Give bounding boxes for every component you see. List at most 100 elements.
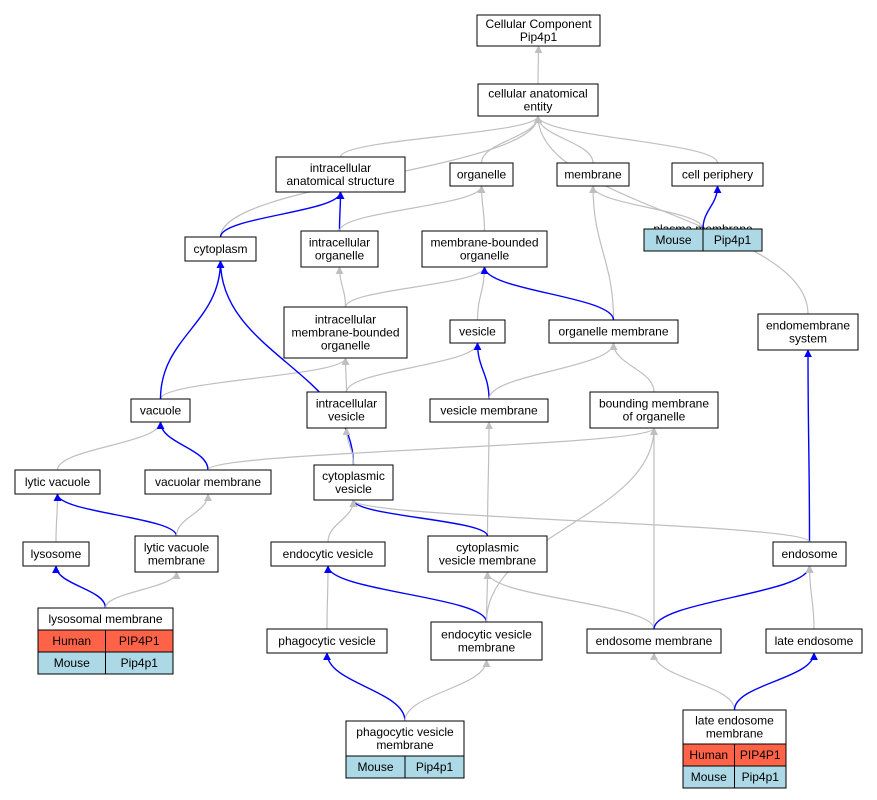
node-cytoplasm[interactable]: cytoplasm [184,236,257,262]
node-vesmem[interactable]: vesicle membrane [429,398,549,423]
node-membrane[interactable]: membrane [556,162,630,187]
node-label: membrane [706,727,764,741]
node-label: endosome membrane [596,634,713,648]
node-phagves[interactable]: phagocytic vesicle [266,628,388,654]
node-label: lysosomal membrane [48,612,162,626]
node-box[interactable] [184,236,257,262]
node-box[interactable] [266,628,388,654]
edge-cytoplasm-to-ias [219,191,345,238]
node-lyticvac[interactable]: lytic vacuole [14,469,101,495]
node-box[interactable] [671,162,764,187]
edge-evm-to-endoves [324,565,488,623]
node-box[interactable] [130,398,191,423]
gene-label: PIP4P1 [119,634,160,648]
edges-layer [52,45,818,722]
node-box[interactable] [134,535,219,573]
edge-endosys-to-cae [534,115,809,315]
node-organelle[interactable]: organelle [449,162,514,187]
node-orgmem[interactable]: organelle membrane [548,319,679,344]
node-vesicle[interactable]: vesicle [449,319,506,344]
edge-lyticvac-to-vacuole [56,421,165,471]
node-box[interactable] [586,628,722,654]
node-box[interactable] [477,83,599,117]
edge-cytves-to-intves [342,427,355,466]
node-box[interactable] [22,541,90,567]
node-endomem[interactable]: endosome membrane [586,628,722,654]
edge-pvm-to-evm [404,659,491,722]
node-label: lytic vacuole [144,541,210,555]
gene-cell [734,765,787,789]
edge-vesmem-to-orgmem [488,342,618,400]
node-label: membrane [458,641,516,655]
node-box[interactable] [144,469,272,495]
node-lateendo[interactable]: late endosome [765,628,863,654]
node-vacuole[interactable]: vacuole [130,398,191,423]
node-box[interactable] [589,391,719,429]
node-label: organelle [315,249,365,263]
node-label: Pip4p1 [520,30,558,44]
species-label: Human [52,634,91,648]
node-label: cytoplasm [193,242,247,256]
edge-lysomem-to-lvm [104,571,181,609]
edge-orgmem-to-membrane [589,185,615,321]
node-box[interactable] [556,162,630,187]
node-box[interactable] [765,628,863,654]
node-box[interactable] [476,14,601,47]
edge-pm-to-membrane [589,185,704,230]
node-box[interactable] [270,541,386,567]
node-box[interactable] [306,391,387,429]
edge-pm-to-cellper [702,185,722,230]
node-box[interactable] [449,319,506,344]
node-cellper[interactable]: cell periphery [671,162,764,187]
node-box[interactable] [548,319,679,344]
node-box[interactable] [14,469,101,495]
node-label: cellular anatomical [488,87,587,101]
node-box[interactable] [300,230,379,268]
edge-evm-to-bmo [485,427,658,623]
node-box[interactable] [283,306,408,359]
node-endosome[interactable]: endosome [772,541,847,567]
node-box[interactable] [429,398,549,423]
node-box[interactable] [449,162,514,187]
node-label: late endosome [775,634,854,648]
node-label: anatomical structure [286,174,394,188]
node-box[interactable] [757,313,859,351]
node-vacmem[interactable]: vacuolar membrane [144,469,272,495]
node-box[interactable] [430,621,543,661]
edge-intves-to-vesicle [345,342,482,393]
edge-orgmem-to-mbo [480,266,615,321]
edge-phagves-to-endoves [323,565,332,630]
node-box[interactable] [772,541,847,567]
node-label: vesicle membrane [440,404,538,418]
node-label: organelle [457,168,507,182]
node-endoves[interactable]: endocytic vesicle [270,541,386,567]
node-box[interactable] [313,464,394,501]
node-box[interactable] [427,535,548,573]
node-label: vesicle membrane [439,554,537,568]
node-lysosome[interactable]: lysosome [22,541,90,567]
node-label: lysosome [31,547,82,561]
node-box[interactable] [275,156,406,193]
edge-cellper-to-cae [534,115,719,164]
node-box[interactable] [421,230,548,268]
node-label: entity [524,100,553,114]
node-label: cytoplasmic [322,469,385,483]
